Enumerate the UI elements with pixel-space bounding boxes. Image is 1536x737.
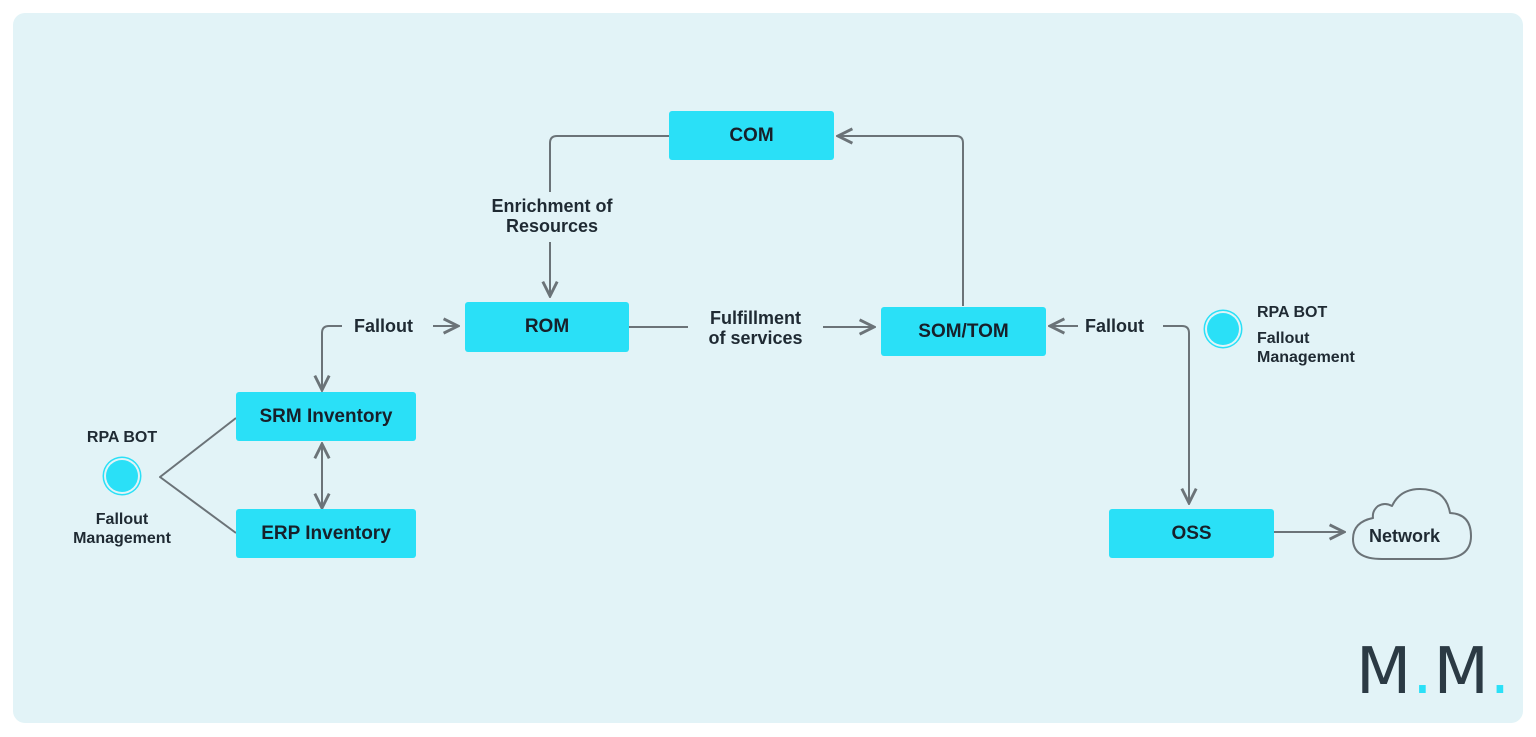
logo-letter-2: M [1433, 635, 1490, 709]
logo-dot-1: . [1412, 635, 1434, 709]
node-com: COM [669, 111, 834, 160]
label-fallout-right: Fallout [1085, 316, 1144, 336]
node-network: Network [1369, 526, 1441, 546]
left-bot-desc: Fallout Management [47, 510, 197, 548]
right-bot-desc-line1: Fallout [1257, 330, 1310, 347]
logo: M.M. [1356, 640, 1511, 704]
connector-somtom-to-com [838, 136, 964, 306]
node-oss: OSS [1109, 509, 1274, 558]
right-bot-info: RPA BOT Fallout Management [1257, 303, 1355, 367]
connector-srm-to-fallout [322, 325, 342, 390]
left-bot-desc-line2: Management [73, 530, 171, 547]
left-bot-title: RPA BOT [86, 429, 158, 446]
left-rpa-bot-icon [106, 460, 138, 492]
left-bot-desc-line1: Fallout [95, 511, 149, 528]
right-bot-desc-line2: Management [1257, 349, 1355, 366]
label-fulfillment-line1: Fulfillment [710, 308, 801, 328]
label-enrichment-line1: Enrichment of [491, 196, 613, 216]
label-fallout-left: Fallout [354, 316, 413, 336]
right-rpa-bot-icon [1207, 313, 1239, 345]
node-rom: ROM [465, 302, 629, 352]
label-enrichment-line2: Resources [505, 216, 599, 236]
connector-com-to-rom [549, 135, 669, 192]
connector-fallout-to-oss [1163, 325, 1189, 503]
right-bot-title: RPA BOT [1257, 304, 1328, 321]
label-fulfillment-line2: of services [708, 328, 803, 348]
network-cloud-icon [1352, 488, 1472, 560]
logo-dot-2: . [1489, 635, 1512, 709]
label-enrichment: Enrichment of Resources [470, 196, 634, 236]
logo-letter-1: M [1356, 635, 1413, 709]
label-fulfillment: Fulfillment of services [683, 308, 828, 348]
node-som-tom: SOM/TOM [881, 307, 1046, 356]
node-erp-inventory: ERP Inventory [236, 509, 416, 558]
node-srm-inventory: SRM Inventory [236, 392, 416, 441]
connector-left-bot-bracket [159, 417, 237, 534]
